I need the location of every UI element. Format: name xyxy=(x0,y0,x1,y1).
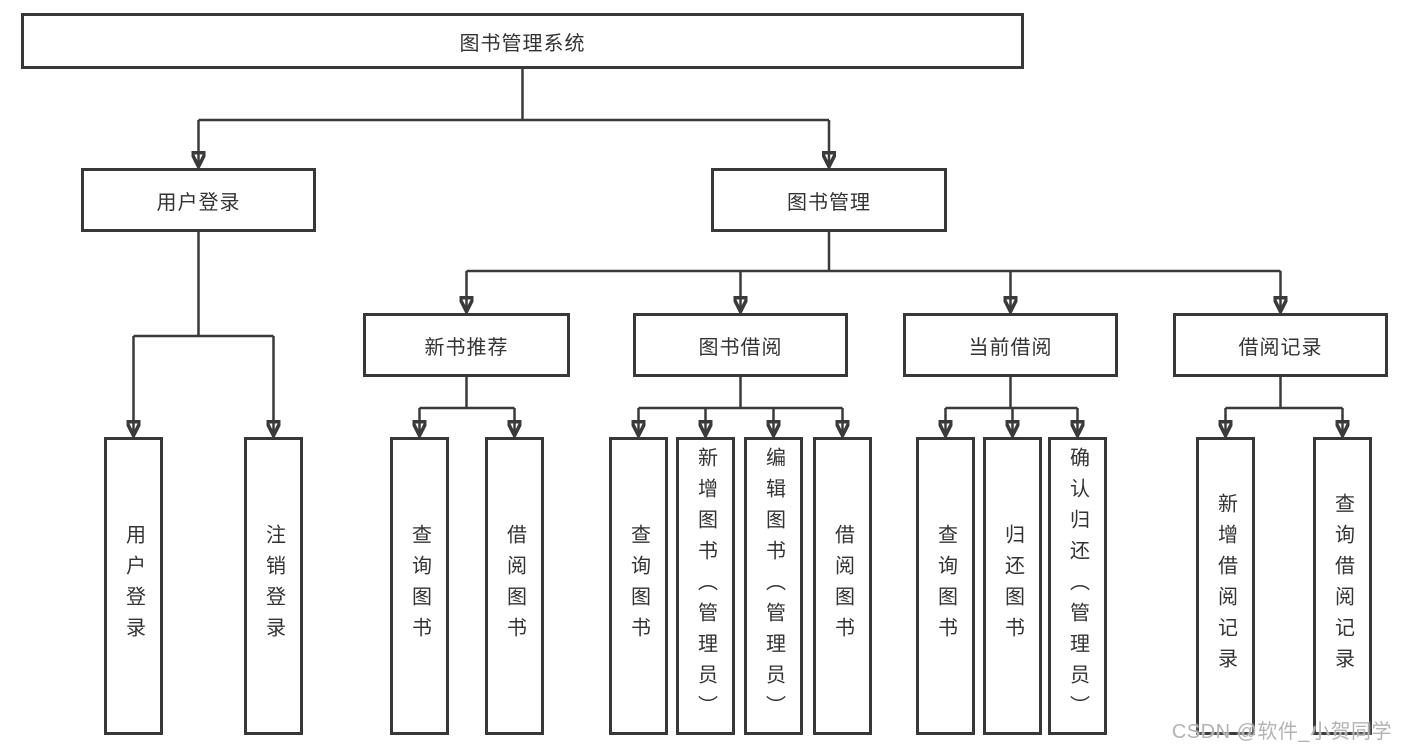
node-current-borrowing: 当前借阅 xyxy=(903,313,1118,377)
edge-borrow-records-to-children xyxy=(1226,377,1343,435)
edge-book-borrow-to-children xyxy=(639,377,843,435)
node-user-login: 用户登录 xyxy=(81,168,316,232)
edge-book-mgmt-to-children xyxy=(467,232,1281,311)
node-borrowing-records: 借阅记录 xyxy=(1173,313,1388,377)
edge-current-borrow-to-children xyxy=(946,377,1078,435)
node-bb-borrow-books: 借阅图书 xyxy=(813,437,872,735)
node-bb-query-books: 查询图书 xyxy=(609,437,668,735)
node-br-query-record: 查询借阅记录 xyxy=(1313,437,1372,735)
node-nbr-query-books: 查询图书 xyxy=(390,437,449,735)
node-cb-query-books: 查询图书 xyxy=(916,437,975,735)
node-cb-confirm-return-admin: 确认归还（管理员） xyxy=(1048,437,1107,735)
node-nbr-borrow-books: 借阅图书 xyxy=(485,437,544,735)
node-library-system: 图书管理系统 xyxy=(21,13,1024,69)
node-cb-return-books: 归还图书 xyxy=(983,437,1042,735)
node-logout: 注销登录 xyxy=(244,437,303,735)
node-br-add-record: 新增借阅记录 xyxy=(1196,437,1255,735)
node-book-management: 图书管理 xyxy=(711,168,947,232)
node-book-borrowing: 图书借阅 xyxy=(633,313,848,377)
edge-user-login-to-children xyxy=(134,232,274,435)
node-user-login-leaf: 用户登录 xyxy=(104,437,163,735)
csdn-watermark: CSDN @软件_小贺同学 xyxy=(1171,721,1392,743)
node-bb-add-books-admin: 新增图书（管理员） xyxy=(676,437,735,735)
edge-new-book-rec-to-children xyxy=(420,377,515,435)
node-bb-edit-books-admin: 编辑图书（管理员） xyxy=(744,437,803,735)
edge-root-to-level2 xyxy=(199,69,830,166)
node-new-book-recommend: 新书推荐 xyxy=(363,313,570,377)
